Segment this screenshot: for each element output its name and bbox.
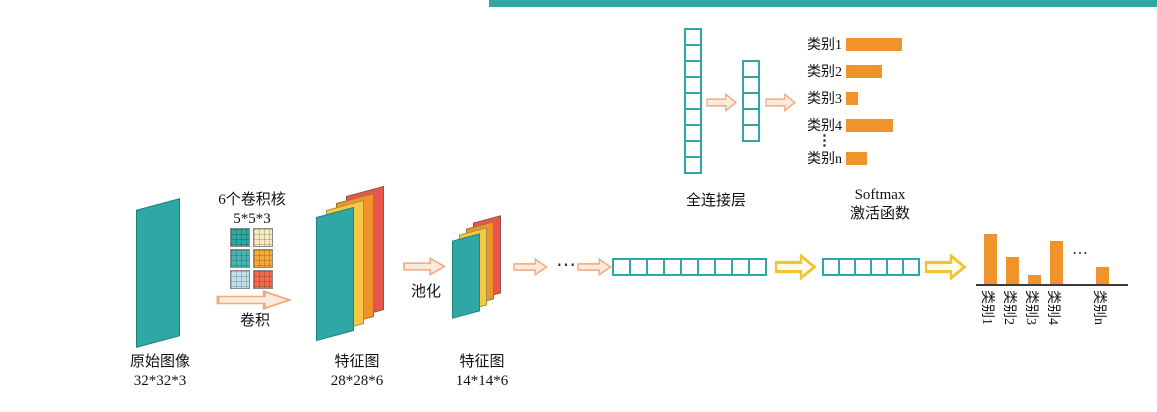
feature-map-2-label: 特征图 14*14*6 [437, 353, 527, 391]
feature-map-1-label: 特征图 28*28*6 [312, 353, 402, 391]
fc-layer-label-text: 全连接层 [685, 193, 746, 209]
kernels-size: 5*5*3 [233, 211, 271, 227]
class-bar-row: 类别1 [796, 36, 902, 53]
flow-arrow-icon [577, 258, 613, 276]
class-bar-row: 类别4 [796, 117, 893, 134]
feature-map-layer [316, 206, 354, 342]
vector-cell [742, 124, 760, 142]
input-image-size: 32*32*3 [133, 373, 187, 389]
bar [1028, 275, 1041, 284]
bar-row-label: 类别4 [807, 119, 842, 134]
flow-arrow-icon [513, 258, 549, 276]
fc-arrow-icon [765, 93, 797, 112]
bar-row-label: 类别2 [807, 65, 842, 80]
pool-label-text: 池化 [410, 284, 441, 300]
fc-output-vector [742, 60, 760, 142]
conv-label: 卷积 [218, 312, 292, 331]
class-bar-row: 类别n [796, 150, 867, 167]
bar-row-label: 类别3 [807, 92, 842, 107]
vector-cell [902, 258, 920, 276]
fc-arrow-icon [706, 93, 738, 112]
class-bar-row: 类别3 [796, 90, 858, 107]
axis-line [976, 284, 1128, 286]
bar [984, 234, 997, 284]
bar-label-rotated: 类别2 [1001, 290, 1016, 325]
class-bar-row: 类别2 [796, 63, 882, 80]
input-image-label: 原始图像 32*32*3 [110, 353, 210, 391]
pool-label: 池化 [398, 283, 454, 302]
bar-label-rotated: 类别1 [979, 290, 994, 325]
bar [1096, 267, 1109, 284]
feature-map-1-size: 28*28*6 [330, 373, 384, 389]
kernel-swatch [253, 228, 273, 247]
bar-row-label: 类别n [807, 152, 842, 167]
fc-input-vector [684, 28, 702, 174]
bottom-chart-ellipsis: ⋯ [1072, 245, 1088, 262]
output-bar-chart [976, 230, 1128, 284]
conv-arrow-icon [216, 290, 293, 310]
feature-map-1-name: 特征图 [334, 354, 380, 370]
input-image-shape [136, 198, 180, 348]
bar [846, 91, 858, 105]
top-accent-bar [489, 0, 1157, 7]
bar-label-rotated: 类别n [1091, 290, 1106, 325]
pool-arrow-icon [403, 257, 447, 276]
flatten-vector [612, 258, 767, 276]
hidden-vector [822, 258, 920, 276]
softmax-label-line1: Softmax [854, 187, 906, 203]
top-chart-ellipsis: ⋮ [817, 133, 832, 149]
fc-layer-label: 全连接层 [668, 192, 764, 211]
bar [846, 37, 902, 51]
feature-map-2-stack [452, 215, 504, 319]
vector-cell [748, 258, 767, 276]
kernels-title: 6个卷积核 [218, 192, 286, 208]
bar [846, 118, 893, 132]
bar [1006, 257, 1019, 284]
softmax-label-line2: 激活函数 [849, 206, 910, 222]
feature-map-2-size: 14*14*6 [455, 373, 509, 389]
conv-label-text: 卷积 [239, 313, 270, 329]
bar [846, 64, 882, 78]
kernel-swatch [230, 228, 250, 247]
bar-label-rotated: 类别4 [1045, 290, 1060, 325]
feature-map-2-name: 特征图 [459, 354, 505, 370]
kernels-caption: 6个卷积核 5*5*3 [203, 191, 301, 229]
bar-label-rotated: 类别3 [1023, 290, 1038, 325]
kernel-swatch [253, 270, 273, 289]
feature-map-layer [452, 233, 480, 319]
kernel-grid [230, 228, 273, 289]
transform-arrow-icon [924, 253, 967, 281]
ellipsis-flow: ⋯ [556, 254, 576, 276]
transform-arrow-icon [774, 253, 817, 281]
bar [1050, 241, 1063, 284]
kernel-swatch [230, 249, 250, 268]
softmax-label: Softmax 激活函数 [828, 186, 932, 224]
kernel-swatch [253, 249, 273, 268]
feature-map-1-stack [316, 185, 386, 343]
input-image-name: 原始图像 [129, 354, 190, 370]
kernel-swatch [230, 270, 250, 289]
bar-row-label: 类别1 [807, 38, 842, 53]
bar [846, 151, 867, 165]
vector-cell [684, 156, 702, 174]
